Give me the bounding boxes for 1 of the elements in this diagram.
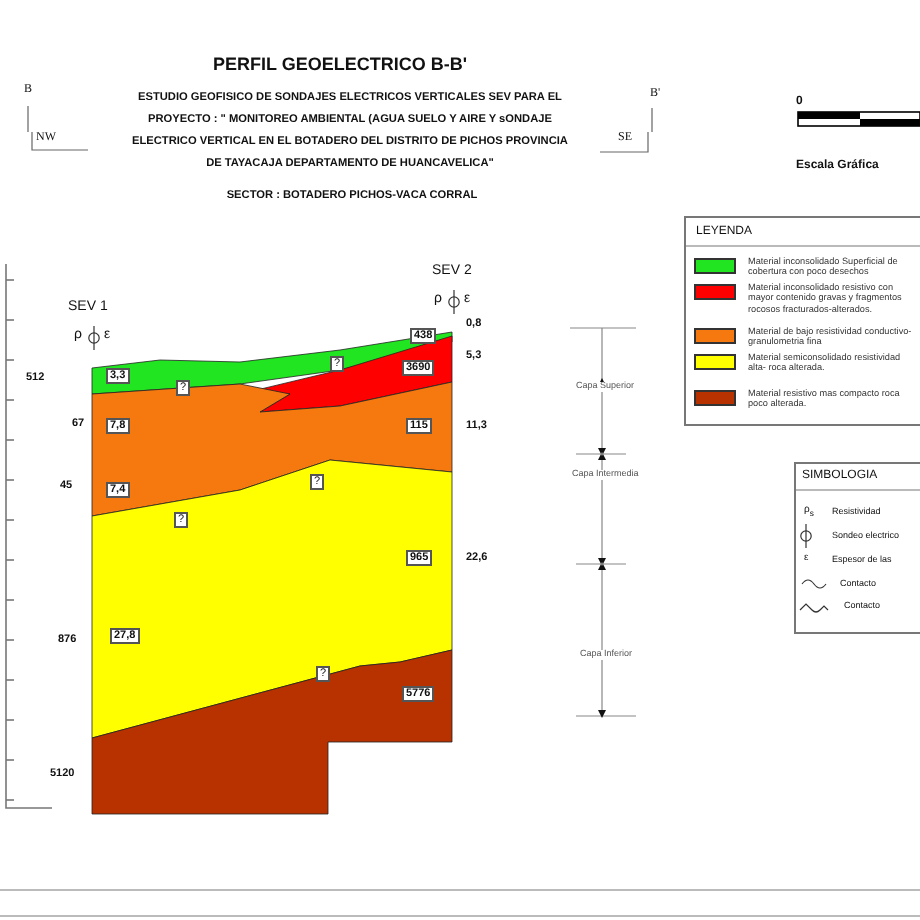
title: PERFIL GEOELECTRICO B-B' (213, 56, 467, 76)
